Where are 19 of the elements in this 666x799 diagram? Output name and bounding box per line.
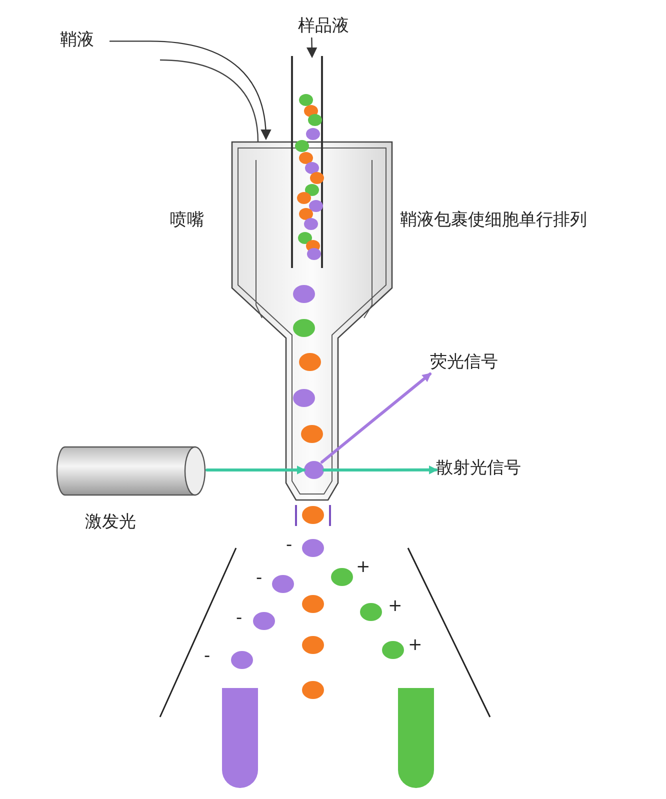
charge-sign: +	[388, 596, 402, 616]
arrow	[322, 465, 438, 474]
arrow	[109, 40, 271, 140]
caption-text: 喷嘴	[170, 209, 204, 231]
charge-sign: -	[286, 535, 292, 555]
caption-text: 鞘液包裹使细胞单行排列	[400, 209, 587, 231]
charge-sign: -	[236, 608, 242, 628]
label-text: 鞘液	[60, 29, 95, 51]
arrow	[206, 466, 306, 474]
arrow	[306, 37, 318, 58]
charge-sign: +	[408, 635, 422, 655]
label-text: 样品液	[298, 15, 350, 37]
charge-sign: +	[356, 557, 370, 577]
charge-sign: -	[256, 568, 262, 588]
label-text: 荧光信号	[430, 351, 499, 373]
label-text: 散射光信号	[436, 457, 522, 479]
arrow	[320, 372, 432, 464]
caption-text: 激发光	[85, 511, 136, 533]
charge-sign: -	[204, 646, 210, 666]
